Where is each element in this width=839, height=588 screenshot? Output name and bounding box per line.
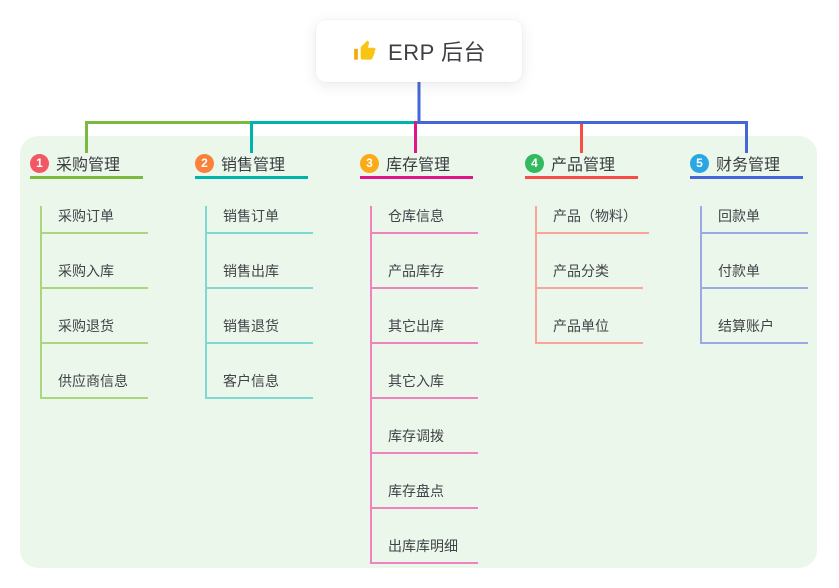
branch-children: 产品（物料） 产品分类 产品单位	[535, 206, 649, 344]
child-node[interactable]: 库存调拨	[372, 426, 478, 454]
child-node[interactable]: 其它出库	[372, 316, 478, 344]
child-node[interactable]: 结算账户	[702, 316, 808, 344]
child-node[interactable]: 仓库信息	[372, 206, 478, 234]
branch-label: 采购管理	[56, 157, 121, 174]
child-node[interactable]: 产品（物料）	[537, 206, 649, 234]
branch-children: 采购订单 采购入库 采购退货 供应商信息	[40, 206, 148, 399]
branch-label: 库存管理	[386, 157, 451, 174]
branch-node-finance[interactable]: 5 财务管理	[690, 150, 803, 179]
branch-children: 仓库信息 产品库存 其它出库 其它入库 库存调拨 库存盘点 出库库明细	[370, 206, 478, 564]
child-node[interactable]: 回款单	[702, 206, 808, 234]
child-node[interactable]: 客户信息	[207, 371, 313, 399]
branch-sales: 2 销售管理 销售订单 销售出库 销售退货 客户信息	[195, 150, 313, 399]
branch-label: 销售管理	[221, 157, 286, 174]
branch-badge: 2	[195, 153, 214, 173]
branch-node-purchase[interactable]: 1 采购管理	[30, 150, 143, 179]
branch-node-product[interactable]: 4 产品管理	[525, 150, 638, 179]
child-node[interactable]: 产品库存	[372, 261, 478, 289]
branch-children: 回款单 付款单 结算账户	[700, 206, 808, 344]
thumbs-up-icon	[354, 40, 376, 60]
child-node[interactable]: 采购订单	[42, 206, 148, 234]
branch-node-sales[interactable]: 2 销售管理	[195, 150, 308, 179]
child-node[interactable]: 库存盘点	[372, 481, 478, 509]
child-node[interactable]: 采购退货	[42, 316, 148, 344]
child-node[interactable]: 付款单	[702, 261, 808, 289]
branch-label: 产品管理	[551, 157, 616, 174]
child-node[interactable]: 产品分类	[537, 261, 643, 289]
child-node[interactable]: 销售出库	[207, 261, 313, 289]
branch-badge: 3	[360, 153, 379, 173]
child-node[interactable]: 出库库明细	[372, 536, 478, 564]
child-node[interactable]: 采购入库	[42, 261, 148, 289]
child-node[interactable]: 销售订单	[207, 206, 313, 234]
branch-node-inventory[interactable]: 3 库存管理	[360, 150, 473, 179]
root-node-title: ERP 后台	[388, 40, 486, 65]
child-node[interactable]: 供应商信息	[42, 371, 148, 399]
branches-background-panel	[20, 136, 817, 568]
branch-inventory: 3 库存管理 仓库信息 产品库存 其它出库 其它入库 库存调拨 库存盘点 出库库…	[360, 150, 478, 564]
branch-badge: 4	[525, 153, 544, 173]
branch-finance: 5 财务管理 回款单 付款单 结算账户	[690, 150, 808, 344]
child-node[interactable]: 销售退货	[207, 316, 313, 344]
branch-purchase: 1 采购管理 采购订单 采购入库 采购退货 供应商信息	[30, 150, 148, 399]
child-node[interactable]: 产品单位	[537, 316, 643, 344]
branch-product: 4 产品管理 产品（物料） 产品分类 产品单位	[525, 150, 649, 344]
child-node[interactable]: 其它入库	[372, 371, 478, 399]
root-node[interactable]: ERP 后台	[316, 20, 522, 82]
branch-badge: 5	[690, 153, 709, 173]
branch-children: 销售订单 销售出库 销售退货 客户信息	[205, 206, 313, 399]
branch-badge: 1	[30, 153, 49, 173]
branch-label: 财务管理	[716, 157, 781, 174]
